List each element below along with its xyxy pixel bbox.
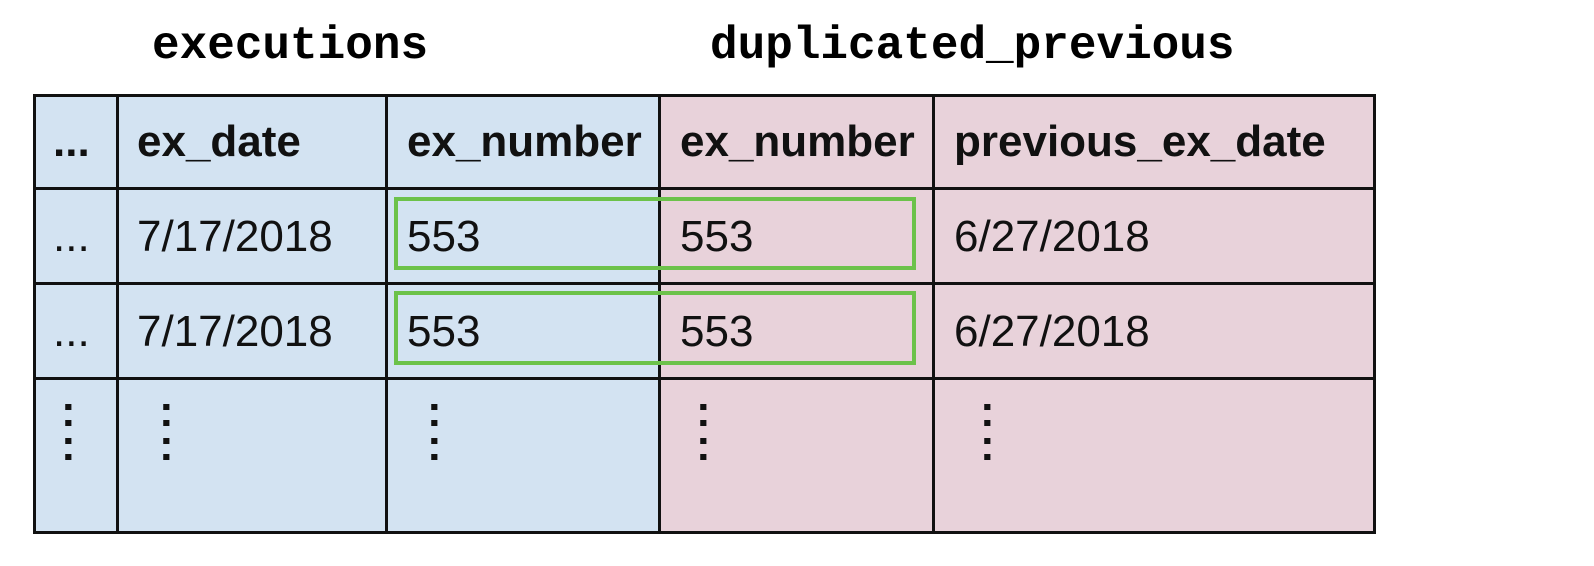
row2-previous-ex-date: 6/27/2018 xyxy=(934,284,1376,379)
continuation-col1: : : xyxy=(33,379,117,534)
header-duplicated-ex-number: ex_number xyxy=(660,94,934,189)
row1-previous-ex-date: 6/27/2018 xyxy=(934,189,1376,284)
continuation-marker: : xyxy=(980,387,995,436)
table-title-executions: executions xyxy=(152,20,429,72)
continuation-col3: : : xyxy=(387,379,660,534)
continuation-marker: : xyxy=(61,387,76,436)
continuation-marker: : xyxy=(159,387,174,436)
grid-line-row2 xyxy=(33,377,1376,380)
grid-line-col2 xyxy=(385,94,388,534)
continuation-col5: : : xyxy=(934,379,1376,534)
row1-ellipsis: ... xyxy=(33,189,117,284)
grid-line-row1 xyxy=(33,282,1376,285)
row2-ex-date: 7/17/2018 xyxy=(117,284,387,379)
grid-line-right xyxy=(1373,94,1376,534)
continuation-marker: : xyxy=(427,421,442,470)
continuation-marker: : xyxy=(159,421,174,470)
continuation-marker: : xyxy=(61,421,76,470)
grid-line-left xyxy=(33,94,36,534)
header-ellipsis: ... xyxy=(33,94,117,189)
continuation-marker: : xyxy=(696,387,711,436)
grid-line-col3 xyxy=(658,94,661,534)
continuation-col2: : : xyxy=(117,379,387,534)
match-highlight-row1 xyxy=(394,197,916,270)
header-previous-ex-date: previous_ex_date xyxy=(934,94,1376,189)
grid-line-col1 xyxy=(116,94,119,534)
match-highlight-row2 xyxy=(394,291,916,365)
continuation-marker: : xyxy=(980,421,995,470)
row1-ex-date: 7/17/2018 xyxy=(117,189,387,284)
row2-ellipsis: ... xyxy=(33,284,117,379)
header-executions-ex-number: ex_number xyxy=(387,94,660,189)
header-ex-date: ex_date xyxy=(117,94,387,189)
continuation-marker: : xyxy=(427,387,442,436)
table-title-duplicated-previous: duplicated_previous xyxy=(710,20,1235,72)
join-diagram: ... ex_date ex_number ex_number previous… xyxy=(33,94,1376,534)
continuation-marker: : xyxy=(696,421,711,470)
grid-line-bottom xyxy=(33,531,1376,534)
grid-line-col4 xyxy=(932,94,935,534)
grid-line-header xyxy=(33,187,1376,190)
grid-line-top xyxy=(33,94,1376,97)
continuation-col4: : : xyxy=(660,379,934,534)
